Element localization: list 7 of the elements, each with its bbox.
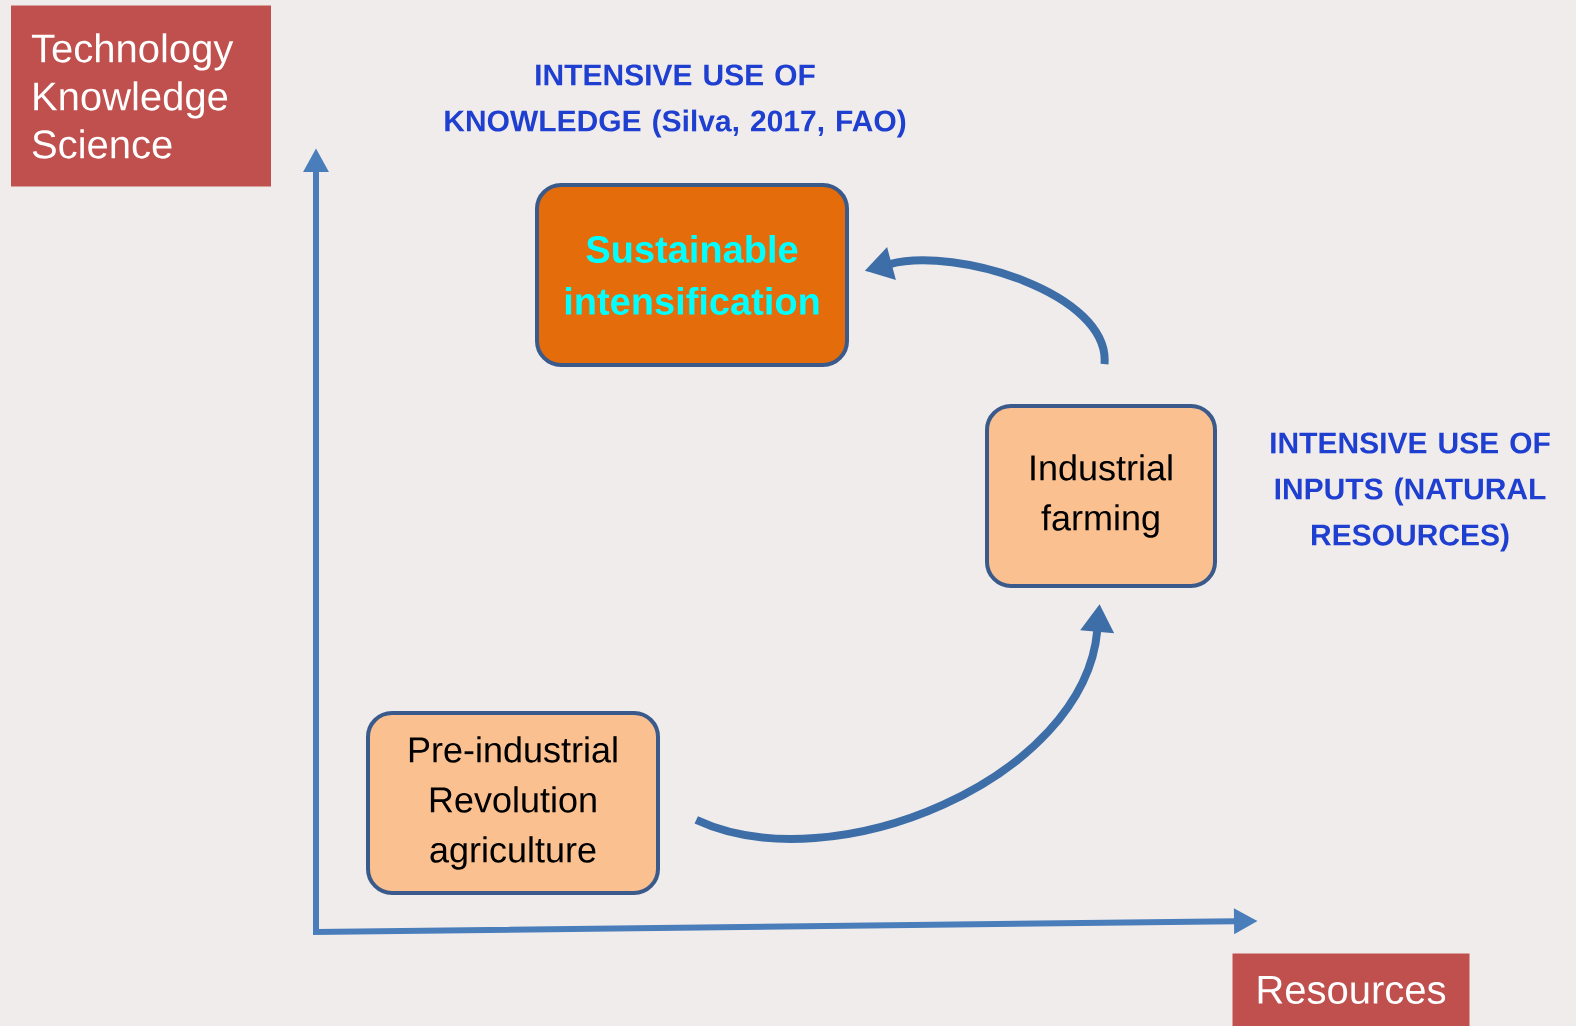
stage-box: Industrial farming: [985, 404, 1217, 588]
heading-text: INTENSIVE USE OF KNOWLEDGE (Silva, 2017, FAO): [445, 64, 906, 138]
heading-text: INTENSIVE USE OF INPUTS (NATURAL RESOURCES): [1271, 432, 1550, 552]
axis-label-box: Resources: [1232, 953, 1470, 1026]
stage-box: Pre-industrial Revolution agriculture: [366, 711, 660, 895]
stage-box: Sustainable intensification: [535, 183, 849, 367]
axis-label-box: Technology Knowledge Science: [11, 5, 271, 187]
